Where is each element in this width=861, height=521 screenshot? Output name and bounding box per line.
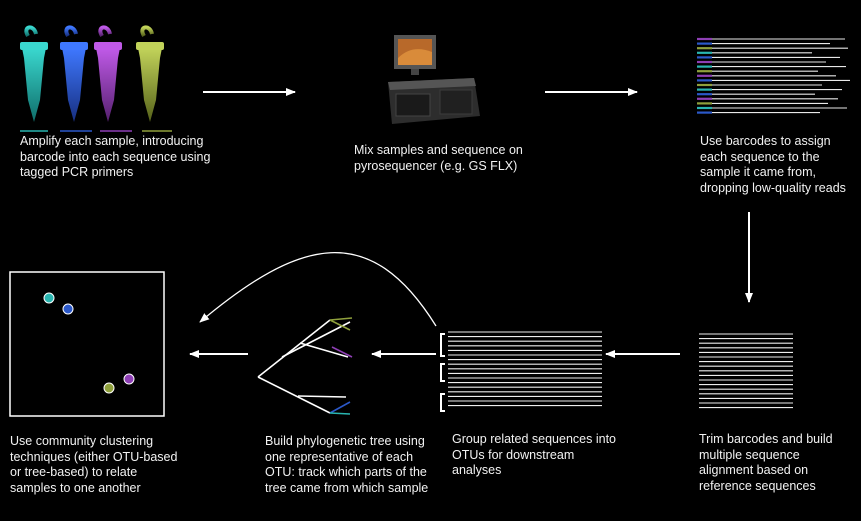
sample-point-blue (62, 303, 74, 315)
arrow-group-to-cluster-curved (199, 252, 437, 327)
step-amplify-caption: Amplify each sample, introducing barcode… (20, 134, 211, 179)
step-group-caption: Group related sequences into OTUs for do… (452, 432, 616, 477)
alignment-icon (699, 333, 793, 409)
sample-point-purple (123, 373, 135, 385)
sequence-reads-icon (697, 37, 850, 114)
sample-point-olive (103, 382, 115, 394)
step-tree-caption: Build phylogenetic tree using one repres… (265, 434, 429, 495)
step-sequence-caption: Mix samples and sequence on pyrosequence… (354, 143, 523, 173)
otu-groups-icon (440, 331, 602, 412)
ordination-plot-icon (9, 271, 165, 417)
pcr-tube-icon (136, 25, 164, 122)
pyrosequencer-icon (388, 35, 480, 124)
step-assign-caption: Use barcodes to assign each sequence to … (700, 134, 846, 195)
sample-point-cyan (43, 292, 55, 304)
step-trim-caption: Trim barcodes and build multiple sequenc… (699, 432, 833, 493)
pcr-tube-icon (20, 25, 48, 122)
pcr-tube-icon (94, 25, 122, 122)
step-cluster-caption: Use community clustering techniques (eit… (10, 434, 178, 495)
phylogenetic-tree-icon (257, 317, 353, 415)
pcr-tube-icon (60, 25, 88, 122)
